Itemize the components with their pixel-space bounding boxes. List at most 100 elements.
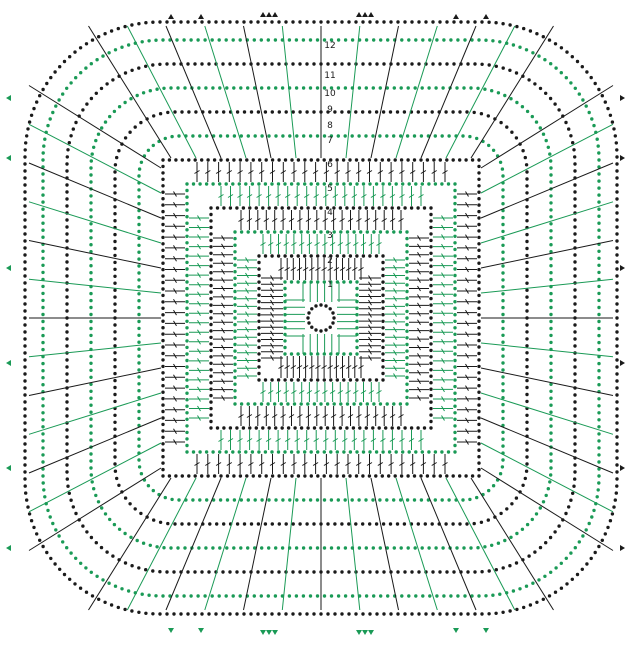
chain-dot — [257, 293, 261, 297]
chain-dot — [477, 190, 481, 194]
chain-dot — [470, 38, 474, 42]
chain-dot — [283, 352, 287, 356]
chain-dot — [137, 566, 141, 570]
chain-dot — [399, 134, 403, 138]
chain-dot — [177, 134, 181, 138]
chain-dot — [257, 182, 261, 186]
chain-dot — [228, 426, 233, 430]
chain-dot — [45, 81, 49, 86]
chain-dot — [209, 225, 213, 230]
chain-dot — [257, 339, 261, 343]
chain-dot — [23, 253, 27, 257]
chain-dot — [65, 546, 69, 550]
continuation-arrow — [620, 360, 625, 366]
chain-dot — [158, 62, 162, 66]
chain-dot — [549, 305, 553, 310]
chain-dot — [328, 325, 332, 329]
chain-dot — [23, 442, 27, 446]
chain-dot — [233, 263, 237, 267]
chain-dot — [324, 328, 328, 332]
chain-dot — [113, 48, 118, 52]
continuation-arrow — [266, 630, 272, 635]
chain-dot — [232, 498, 237, 502]
stitch-bar — [356, 218, 362, 222]
chain-dot — [525, 441, 529, 445]
chain-dot — [263, 20, 267, 24]
chain-dot — [161, 461, 165, 465]
chain-dot — [43, 495, 47, 499]
stitch-bar — [417, 319, 421, 325]
chain-dot — [548, 480, 552, 484]
chain-dot — [347, 570, 351, 574]
chain-dot — [453, 437, 457, 441]
stitch-bar — [465, 428, 469, 434]
chain-dot — [597, 340, 601, 345]
stitch-bar — [246, 438, 253, 442]
chain-dot — [549, 236, 553, 240]
chain-dot — [209, 400, 213, 404]
stitch-bar — [255, 414, 261, 418]
chain-dot — [468, 497, 472, 502]
stitch-bar — [417, 369, 421, 376]
chain-dot — [41, 347, 45, 352]
chain-dot — [161, 209, 165, 214]
chain-dot — [24, 141, 28, 145]
chain-dot — [25, 134, 29, 138]
chain-dot — [325, 230, 330, 234]
chain-dot — [267, 426, 271, 430]
stitch-bar — [315, 365, 321, 369]
stitch-bar — [270, 312, 274, 318]
chain-dot — [185, 391, 189, 395]
chain-dot — [381, 358, 385, 363]
chain-dot — [501, 333, 505, 337]
chain-dot — [113, 191, 117, 195]
stitch-bar — [389, 438, 396, 442]
chain-dot — [69, 498, 73, 502]
chain-dot — [89, 159, 94, 163]
stitch-bar — [353, 242, 359, 246]
chain-dot — [263, 182, 268, 186]
chain-dot — [525, 371, 529, 376]
treble-stitch — [28, 367, 162, 396]
chain-dot — [322, 134, 327, 138]
chain-dot — [194, 522, 198, 526]
chain-dot — [173, 110, 177, 114]
chain-dot — [218, 498, 223, 502]
chain-dot — [294, 86, 299, 90]
chain-dot — [352, 402, 356, 406]
stitch-bar — [248, 462, 254, 466]
stitch-bar — [291, 170, 297, 174]
chain-dot — [257, 352, 261, 356]
chain-dot — [257, 286, 261, 291]
chain-dot — [233, 283, 237, 287]
chain-dot — [65, 86, 69, 91]
chain-dot — [368, 450, 372, 454]
stitch-bar — [368, 281, 372, 287]
chain-dot — [218, 134, 223, 138]
stitch-bar — [370, 438, 377, 442]
chain-dot — [128, 130, 132, 134]
chain-dot — [249, 20, 253, 24]
chain-dot — [453, 293, 457, 297]
stitch-bar — [173, 428, 177, 434]
chain-dot — [176, 546, 180, 550]
chain-dot — [350, 134, 354, 138]
chain-dot — [238, 474, 243, 478]
chain-dot — [23, 190, 27, 194]
chain-dot — [253, 230, 257, 234]
stitch-bar — [351, 194, 358, 198]
chain-dot — [280, 206, 284, 210]
chain-dot — [593, 81, 597, 86]
chain-dot — [209, 264, 213, 268]
stitch-bar — [417, 294, 421, 300]
stitch-bar — [441, 396, 445, 402]
chain-dot — [23, 281, 27, 285]
chain-dot — [42, 144, 46, 148]
chain-dot — [222, 110, 226, 114]
chain-dot — [494, 568, 498, 572]
chain-dot — [23, 176, 27, 180]
chain-dot — [198, 498, 202, 502]
chain-dot — [420, 86, 424, 90]
chain-dot — [329, 254, 333, 258]
chain-dot — [355, 352, 359, 356]
